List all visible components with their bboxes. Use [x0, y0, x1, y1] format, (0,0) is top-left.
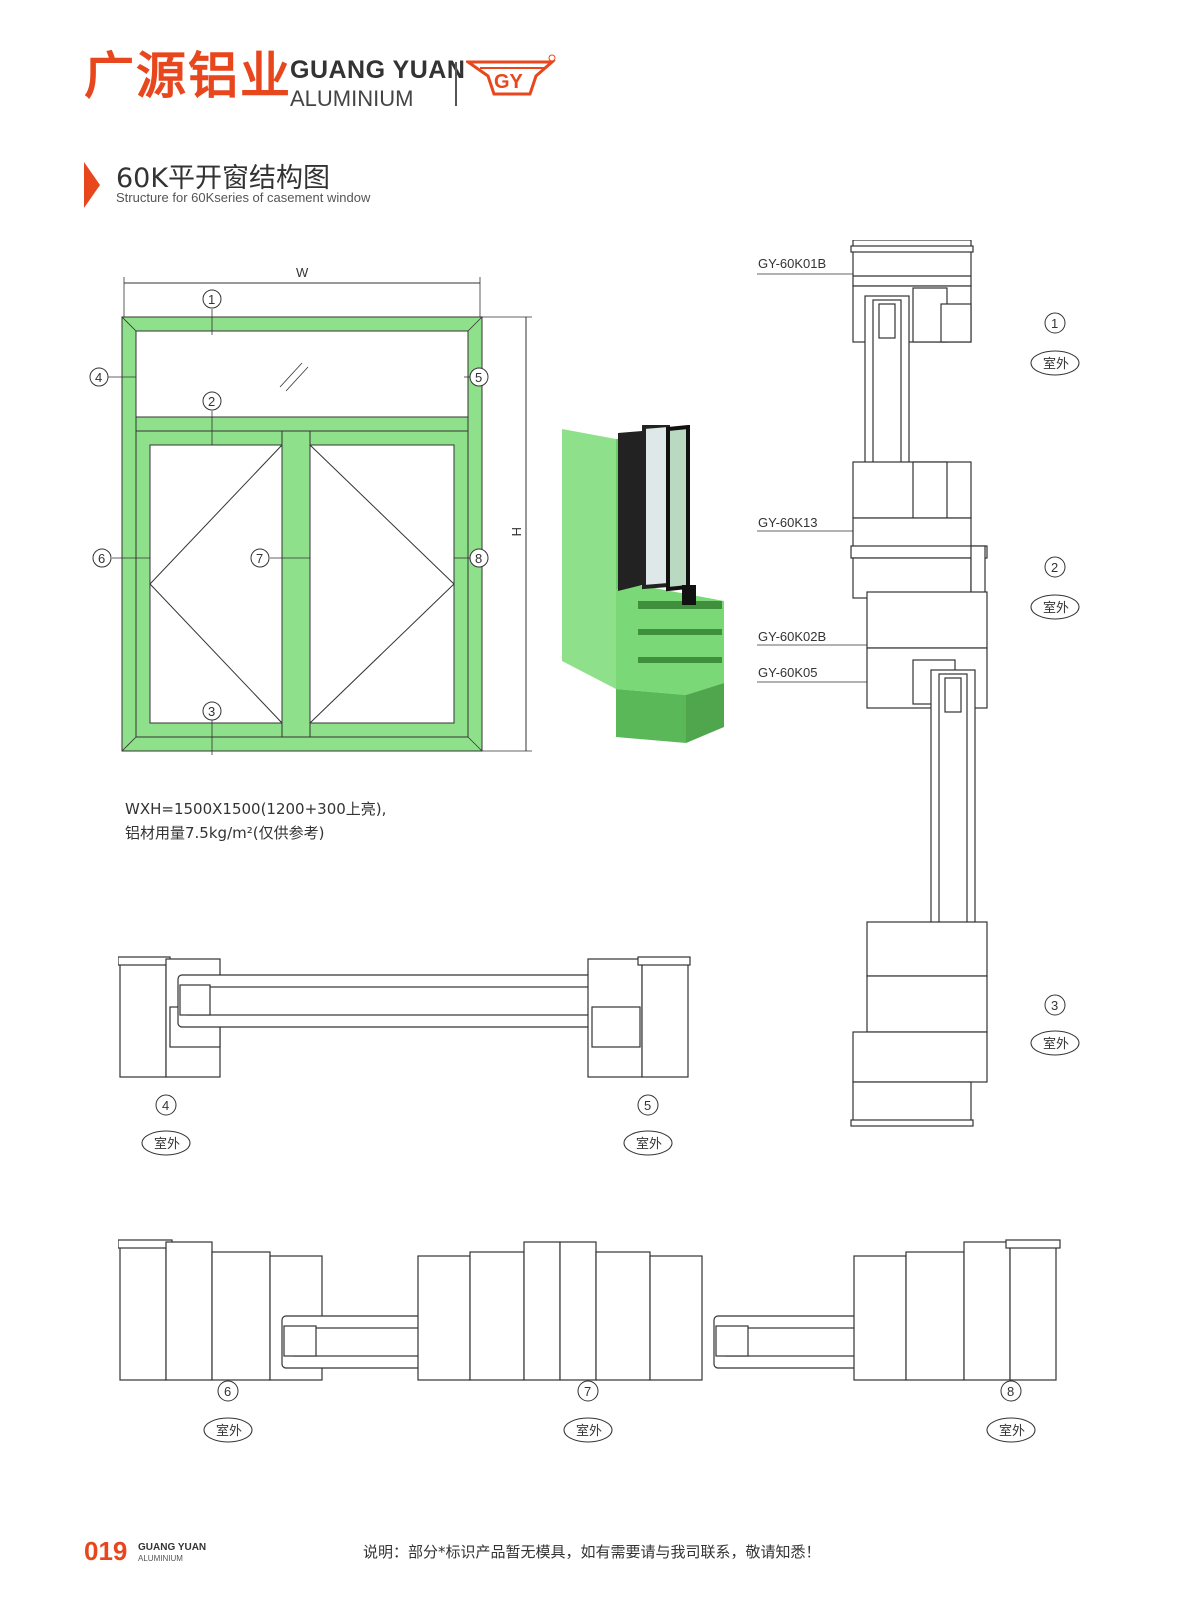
profile-3d-render — [562, 425, 724, 743]
spec-material-usage: 铝材用量7.5kg/m²(仅供参考) — [125, 824, 325, 842]
section-8-label: 8 室外 — [986, 1380, 1036, 1443]
svg-text:8: 8 — [1007, 1384, 1014, 1399]
outdoor-label: 室外 — [1043, 356, 1069, 371]
callout-5: 5 — [464, 367, 489, 387]
section-5-label: 5 室外 — [623, 1094, 673, 1156]
callout-1: 1 — [202, 289, 222, 335]
brand-subtitle-en: ALUMINIUM — [290, 86, 414, 111]
section-4-label: 4 室外 — [141, 1094, 191, 1156]
outdoor-badge-icon — [1030, 594, 1080, 620]
svg-text:6: 6 — [224, 1384, 231, 1399]
section-number-3-icon — [1044, 994, 1066, 1016]
outdoor-label: 室外 — [1043, 1036, 1069, 1051]
page-subtitle: Structure for 60Kseries of casement wind… — [116, 190, 371, 205]
section-number-3: 3 — [1051, 998, 1058, 1013]
callout-7: 7 — [250, 548, 310, 568]
profile-code-60k13: GY-60K13 — [758, 515, 818, 530]
footer-brand-subtitle: ALUMINIUM — [138, 1554, 183, 1563]
profile-code-60k01b: GY-60K01B — [758, 256, 826, 271]
svg-text:6: 6 — [98, 551, 105, 566]
callout-2: 2 — [202, 391, 222, 445]
svg-text:3: 3 — [208, 704, 215, 719]
section-6-label: 6 室外 — [203, 1380, 253, 1443]
outdoor-badge-icon — [1030, 1030, 1080, 1056]
page-number: 019 — [84, 1536, 128, 1566]
section-number-1-icon — [1044, 312, 1066, 334]
title-marker-icon — [84, 162, 100, 208]
section-number-2: 2 — [1051, 560, 1058, 575]
width-dimension-label: W — [296, 265, 309, 280]
outdoor-badge-icon — [1030, 350, 1080, 376]
callout-6: 6 — [92, 548, 150, 568]
svg-text:5: 5 — [475, 370, 482, 385]
window-elevation-drawing: W H 1 2 3 4 5 — [89, 265, 532, 755]
callout-4: 4 — [89, 367, 136, 387]
svg-text:7: 7 — [256, 551, 263, 566]
svg-text:8: 8 — [475, 551, 482, 566]
svg-text:室外: 室外 — [999, 1423, 1025, 1438]
section-number-1: 1 — [1051, 316, 1058, 331]
horizontal-section-6-7-8-drawing: 6 室外 7 室外 8 室外 — [118, 1239, 1061, 1443]
horizontal-section-4-5-drawing: 4 室外 5 室外 — [118, 956, 691, 1156]
callout-3: 3 — [202, 701, 222, 755]
svg-text:室外: 室外 — [576, 1423, 602, 1438]
page-title: 60K平开窗结构图 — [116, 163, 331, 194]
svg-text:7: 7 — [584, 1384, 591, 1399]
brand-logo-text: GY — [494, 71, 524, 93]
profile-code-60k05: GY-60K05 — [758, 665, 818, 680]
footer-note: 说明：部分*标识产品暂无模具，如有需要请与我司联系，敬请知悉！ — [363, 1543, 821, 1561]
brand-name-en: GUANG YUAN — [290, 56, 466, 84]
outdoor-label: 室外 — [1043, 600, 1069, 615]
svg-text:室外: 室外 — [216, 1423, 242, 1438]
height-dimension-label: H — [509, 527, 524, 536]
brand-separator — [455, 62, 457, 106]
section-7-label: 7 室外 — [563, 1380, 613, 1443]
footer-brand-name: GUANG YUAN — [138, 1542, 207, 1553]
svg-text:5: 5 — [644, 1098, 651, 1113]
brand-name-cn: 广源铝业 — [84, 47, 292, 105]
svg-text:室外: 室外 — [154, 1136, 180, 1151]
callout-8: 8 — [454, 548, 489, 568]
svg-text:1: 1 — [208, 292, 215, 307]
profile-code-60k02b: GY-60K02B — [758, 629, 826, 644]
brand-logo-icon: GY — [466, 54, 556, 96]
svg-text:2: 2 — [208, 394, 215, 409]
svg-text:4: 4 — [95, 370, 102, 385]
section-number-2-icon — [1044, 556, 1066, 578]
spec-dimensions: WXH=1500X1500(1200+300上亮), — [125, 800, 387, 818]
vertical-section-drawing: GY-60K01B GY-60K13 GY-60K02B GY-60K05 1 … — [757, 240, 1080, 1127]
svg-text:4: 4 — [162, 1098, 169, 1113]
svg-text:室外: 室外 — [636, 1136, 662, 1151]
